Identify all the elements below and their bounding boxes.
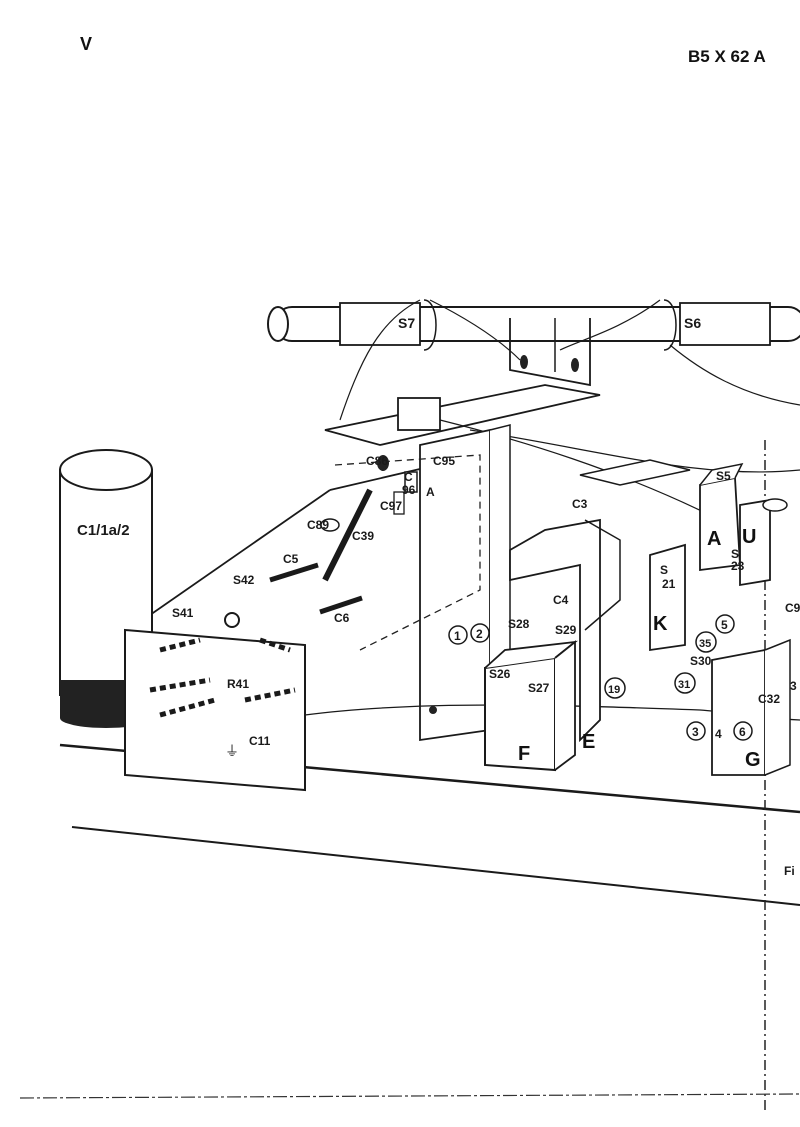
block-k: K [653, 613, 668, 635]
terminal-markers: 1 2 19 35 5 31 3 4 6 [448, 614, 753, 741]
label-s6: S6 [684, 315, 701, 331]
coil-k: K S 21 [649, 543, 686, 652]
label-s7: S7 [398, 315, 415, 331]
label-c4: C4 [553, 593, 569, 607]
label-c86: C86 [366, 454, 388, 468]
label-s27: S27 [528, 681, 550, 695]
label-s23-s: S [731, 547, 739, 561]
bottom-dashed-line [19, 1093, 800, 1099]
front-panel: R41 C11 ⏚ [124, 612, 306, 792]
label-s23-num: 23 [731, 559, 745, 573]
dashed-board [334, 454, 481, 651]
label-s26: S26 [489, 667, 511, 681]
terminal-4: 4 [715, 727, 722, 741]
upper-components: C86 C 96 A C95 C89 C97 C39 C5 C6 S42 S41 [172, 454, 455, 625]
if-can-e: E [509, 518, 601, 753]
terminal-1: 1 [454, 629, 461, 643]
label-s28: S28 [508, 617, 530, 631]
label-s30: S30 [690, 654, 712, 668]
block-a: A [707, 528, 721, 550]
label-s21-num: 21 [662, 577, 676, 591]
ground-icon: ⏚ [225, 744, 239, 760]
bracket-c3: C3 [572, 459, 691, 631]
terminal-5: 5 [721, 618, 728, 632]
label-c96-bottom: 96 [402, 483, 416, 497]
ferrite-antenna-rod: S7 S6 [267, 299, 800, 351]
label-c39: C39 [352, 529, 374, 543]
capacitor-can-label: C1/1a/2 [77, 522, 130, 539]
if-can-f: F S26 S27 S28 S29 C4 [484, 593, 579, 772]
block-e: E [582, 731, 595, 753]
terminal-6: 6 [739, 725, 746, 739]
label-s29: S29 [555, 623, 577, 637]
label-c5: C5 [283, 552, 299, 566]
label-c6: C6 [334, 611, 350, 625]
model-number: B5 X 62 A [688, 47, 766, 66]
label-c11: C11 [249, 734, 271, 748]
capacitor-can: C1/1a/2 [59, 449, 153, 728]
block-g: G [745, 749, 761, 771]
coil-u: U S 23 C9 [731, 498, 800, 615]
label-s41: S41 [172, 606, 194, 620]
label-r41: R41 [227, 677, 249, 691]
label-c97: C97 [380, 499, 402, 513]
terminal-3: 3 [692, 725, 699, 739]
label-c32: C32 [758, 692, 780, 706]
block-f: F [518, 743, 530, 765]
label-c96-top: C [404, 470, 413, 484]
terminal-31: 31 [678, 679, 690, 691]
label-c89: C89 [307, 518, 329, 532]
label-c95: C95 [433, 454, 455, 468]
terminal-2: 2 [476, 627, 483, 641]
terminal-35: 35 [699, 638, 711, 650]
label-s21-s: S [660, 563, 668, 577]
block-u: U [742, 526, 756, 548]
terminal-19: 19 [608, 684, 620, 696]
label-s3x: 3 [790, 679, 797, 693]
coil-a: A S5 [699, 462, 744, 572]
antenna-bracket [324, 318, 601, 446]
page-letter: V [80, 34, 92, 54]
label-s42: S42 [233, 573, 255, 587]
label-c9: C9 [785, 601, 800, 615]
label-s5: S5 [716, 469, 731, 483]
label-c3: C3 [572, 497, 588, 511]
figure-caption-fragment: Fi [784, 864, 795, 878]
label-c96-a: A [426, 485, 435, 499]
coil-g: G S30 3 C32 [690, 638, 797, 776]
